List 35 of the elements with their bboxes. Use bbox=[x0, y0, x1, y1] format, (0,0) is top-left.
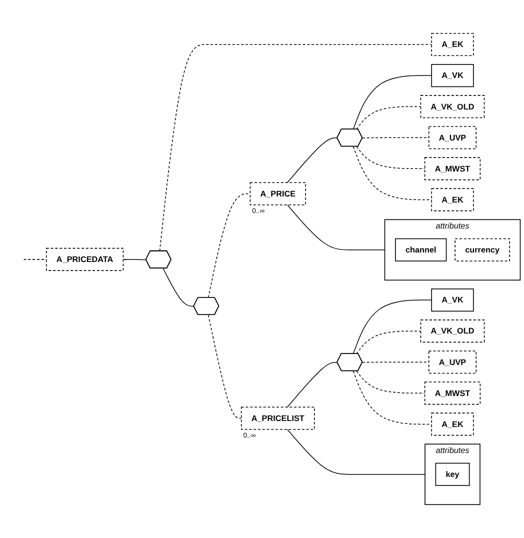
connector bbox=[352, 75, 432, 130]
node-box: A_VK_OLD bbox=[420, 95, 485, 118]
node-box: channel bbox=[395, 238, 447, 262]
node-box: A_VK bbox=[431, 64, 474, 88]
connector bbox=[162, 268, 194, 307]
node-box: A_PRICELIST bbox=[240, 406, 315, 430]
connector bbox=[208, 314, 242, 419]
node-box: A_UVP bbox=[428, 350, 477, 374]
connector bbox=[362, 137, 430, 138]
connector bbox=[356, 330, 422, 354]
connector bbox=[122, 259, 146, 260]
node-box: A_EK bbox=[431, 188, 474, 212]
node-box: A_MWST bbox=[424, 382, 481, 405]
connector bbox=[159, 44, 432, 252]
connector bbox=[356, 106, 422, 130]
connector bbox=[287, 138, 338, 183]
node-box: key bbox=[435, 462, 470, 486]
node-box: A_EK bbox=[431, 32, 474, 56]
connector bbox=[23, 259, 47, 260]
node-box: currency bbox=[454, 238, 510, 262]
node-box: A_VK bbox=[431, 288, 474, 312]
node-box: A_VK_OLD bbox=[420, 320, 485, 343]
connector bbox=[287, 204, 386, 250]
connector bbox=[352, 370, 432, 425]
connector bbox=[362, 362, 430, 363]
connector bbox=[352, 146, 432, 200]
node-box: A_MWST bbox=[424, 157, 481, 180]
node-box: A_PRICEDATA bbox=[46, 248, 124, 271]
node-box: A_PRICE bbox=[250, 182, 306, 206]
node-box: A_UVP bbox=[428, 126, 477, 150]
connector bbox=[352, 300, 432, 354]
connector bbox=[287, 362, 338, 408]
node-box: A_EK bbox=[431, 412, 474, 436]
connector bbox=[287, 429, 426, 475]
connector bbox=[208, 193, 251, 298]
